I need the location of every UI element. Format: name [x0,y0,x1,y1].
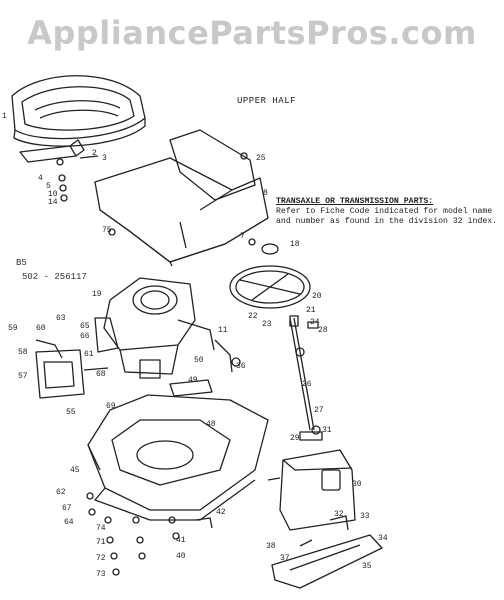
seat [11,75,146,147]
part-label: 67 [62,504,72,513]
part-label: 31 [322,426,332,435]
lever [169,339,233,397]
seat-bracket [19,139,99,202]
code-b: 502 - 256117 [22,272,87,282]
part-label: 8 [263,189,268,198]
part-label: 72 [96,554,106,563]
linkage-assembly [35,339,109,399]
part-label: 4 [38,174,43,183]
diagram-header: UPPER HALF [237,96,297,106]
part-label: 40 [176,552,186,561]
note-title: TRANSAXLE OR TRANSMISSION PARTS: [276,197,434,206]
part-label: 57 [18,372,28,381]
part-label: 27 [314,406,324,415]
part-label: 23 [262,320,272,329]
part-label: 10 [48,190,58,199]
part-labels: 1 2 3 4 5 7 8 10 11 14 18 19 20 21 22 23… [2,112,388,579]
front-bumper [271,534,383,589]
part-label: 18 [290,240,300,249]
part-label: 75 [102,226,112,235]
part-label: 34 [378,534,388,543]
part-label: 58 [18,348,28,357]
part-label: 26 [302,380,312,389]
part-label: 61 [84,350,94,359]
part-label: 48 [206,420,216,429]
part-label: 32 [334,510,344,519]
part-label: 59 [8,324,18,333]
part-label: 33 [360,512,370,521]
small-parts [86,152,349,576]
part-label: 5 [46,182,51,191]
dash-panel [279,449,356,531]
part-label: 22 [248,312,258,321]
part-label: 71 [96,538,106,547]
part-label: 41 [176,536,186,545]
engine [94,277,215,379]
watermark: AppliancePartsPros.com [27,14,477,52]
part-label: 66 [80,332,90,341]
part-label: 30 [352,480,362,489]
part-label: 45 [70,466,80,475]
fender [94,129,269,267]
frame [87,394,269,521]
part-label: 20 [312,292,322,301]
part-label: 38 [266,542,276,551]
part-label: 24 [310,318,320,327]
part-label: 1 [2,112,7,121]
part-label: 11 [218,326,228,335]
part-label: 28 [318,326,328,335]
code-a: B5 [16,258,27,268]
steering-shaft [289,315,315,431]
part-label: 29 [290,434,300,443]
part-label: 55 [66,408,76,417]
part-label: 14 [48,198,58,207]
part-label: 25 [256,154,266,163]
part-label: 63 [56,314,66,323]
part-label: 19 [92,290,102,299]
part-label: 42 [216,508,226,517]
part-label: 49 [188,376,198,385]
steering-wheel [229,243,311,309]
part-label: 7 [240,232,245,241]
part-label: 69 [106,402,116,411]
part-label: 73 [96,570,106,579]
part-label: 37 [280,554,290,563]
part-label: 2 [92,149,97,158]
part-label: 68 [96,370,106,379]
part-label: 35 [362,562,372,571]
part-label: 21 [306,306,316,315]
part-label: 36 [236,362,246,371]
part-label: 3 [102,154,107,163]
part-label: 64 [64,518,74,527]
part-label: 74 [96,524,106,533]
note-body: Refer to Fiche Code indicated for model … [276,207,498,226]
part-label: 65 [80,322,90,331]
part-label: 60 [36,324,46,333]
part-label: 50 [194,356,204,365]
part-label: 62 [56,488,66,497]
transaxle-note: TRANSAXLE OR TRANSMISSION PARTS: Refer t… [276,197,502,227]
